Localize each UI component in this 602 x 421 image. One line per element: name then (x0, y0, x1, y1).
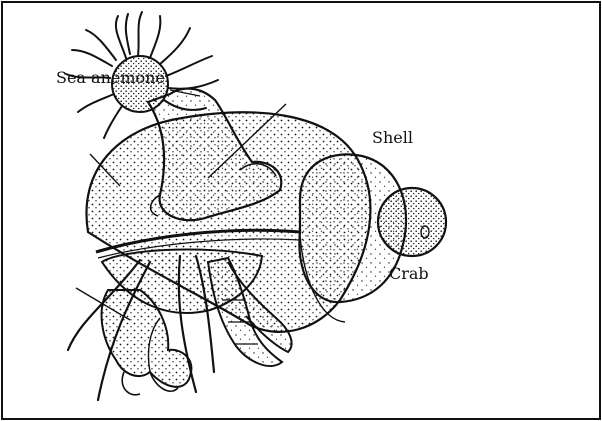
label-sea-anemone: Sea anemone (56, 70, 165, 86)
label-crab: Crab (389, 266, 429, 282)
crab-illustration (68, 249, 292, 400)
label-shell: Shell (372, 130, 413, 146)
